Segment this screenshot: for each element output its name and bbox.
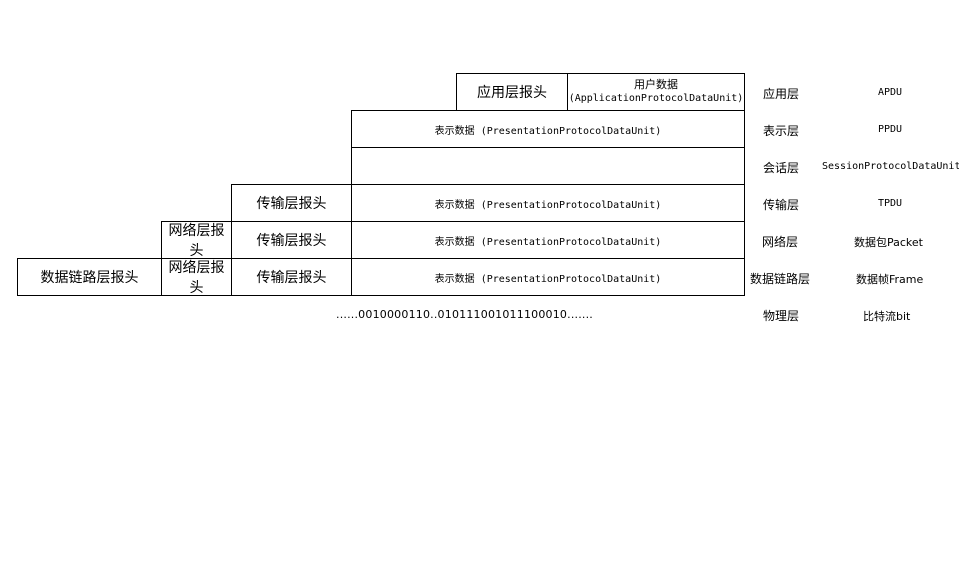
presentation-data-label: 表示数据 (PresentationProtocolDataUnit) [434, 125, 662, 137]
pdu-name-transport: TPDU [878, 198, 903, 209]
datalink-transport-header-box: 传输层报头 [231, 258, 352, 296]
session-data-box [351, 147, 745, 185]
layer-name-network: 网络层 [762, 235, 799, 249]
network-header-label: 网络层报头 [168, 223, 225, 259]
layer-name-session: 会话层 [763, 161, 800, 175]
transport-data-box: 表示数据 (PresentationProtocolDataUnit) [351, 184, 745, 222]
transport-data-label: 表示数据 (PresentationProtocolDataUnit) [434, 199, 662, 211]
network-data-box: 表示数据 (PresentationProtocolDataUnit) [351, 221, 745, 259]
datalink-data-label: 表示数据 (PresentationProtocolDataUnit) [434, 273, 662, 285]
datalink-network-header-box: 网络层报头 [161, 258, 232, 296]
transport-header-label: 传输层报头 [256, 196, 327, 212]
network-transport-header-box: 传输层报头 [231, 221, 352, 259]
layer-name-transport: 传输层 [763, 198, 800, 212]
network-data-label: 表示数据 (PresentationProtocolDataUnit) [434, 236, 662, 248]
layer-name-datalink: 数据链路层 [750, 272, 811, 286]
presentation-data-box: 表示数据 (PresentationProtocolDataUnit) [351, 110, 745, 148]
network-transport-header-label: 传输层报头 [256, 233, 327, 249]
pdu-name-datalink: 数据帧Frame [856, 273, 924, 286]
pdu-name-network: 数据包Packet [854, 236, 923, 249]
network-header-box: 网络层报头 [161, 221, 232, 259]
datalink-header-label: 数据链路层报头 [40, 270, 139, 286]
layer-name-physical: 物理层 [763, 309, 800, 323]
layer-name-application: 应用层 [763, 87, 800, 101]
pdu-name-application: APDU [878, 87, 903, 98]
pdu-name-physical: 比特流bit [863, 310, 911, 323]
datalink-transport-header-label: 传输层报头 [256, 270, 327, 286]
layer-name-presentation: 表示层 [763, 124, 800, 138]
application-header-label: 应用层报头 [477, 85, 547, 101]
datalink-network-header-label: 网络层报头 [168, 260, 225, 296]
transport-header-box: 传输层报头 [231, 184, 352, 222]
application-header-box: 应用层报头 [456, 73, 568, 111]
datalink-data-box: 表示数据 (PresentationProtocolDataUnit) [351, 258, 745, 296]
physical-bitstream: ......0010000110..010111001011100010....… [336, 308, 594, 321]
application-data-subtitle: (ApplicationProtocolDataUnit) [568, 93, 744, 104]
datalink-header-box: 数据链路层报头 [17, 258, 162, 296]
application-data-label: 用户数据 [633, 78, 678, 91]
application-data-box: 用户数据 (ApplicationProtocolDataUnit) [567, 73, 745, 111]
pdu-name-presentation: PPDU [878, 124, 903, 135]
pdu-name-session: SessionProtocolDataUnit [822, 161, 959, 172]
